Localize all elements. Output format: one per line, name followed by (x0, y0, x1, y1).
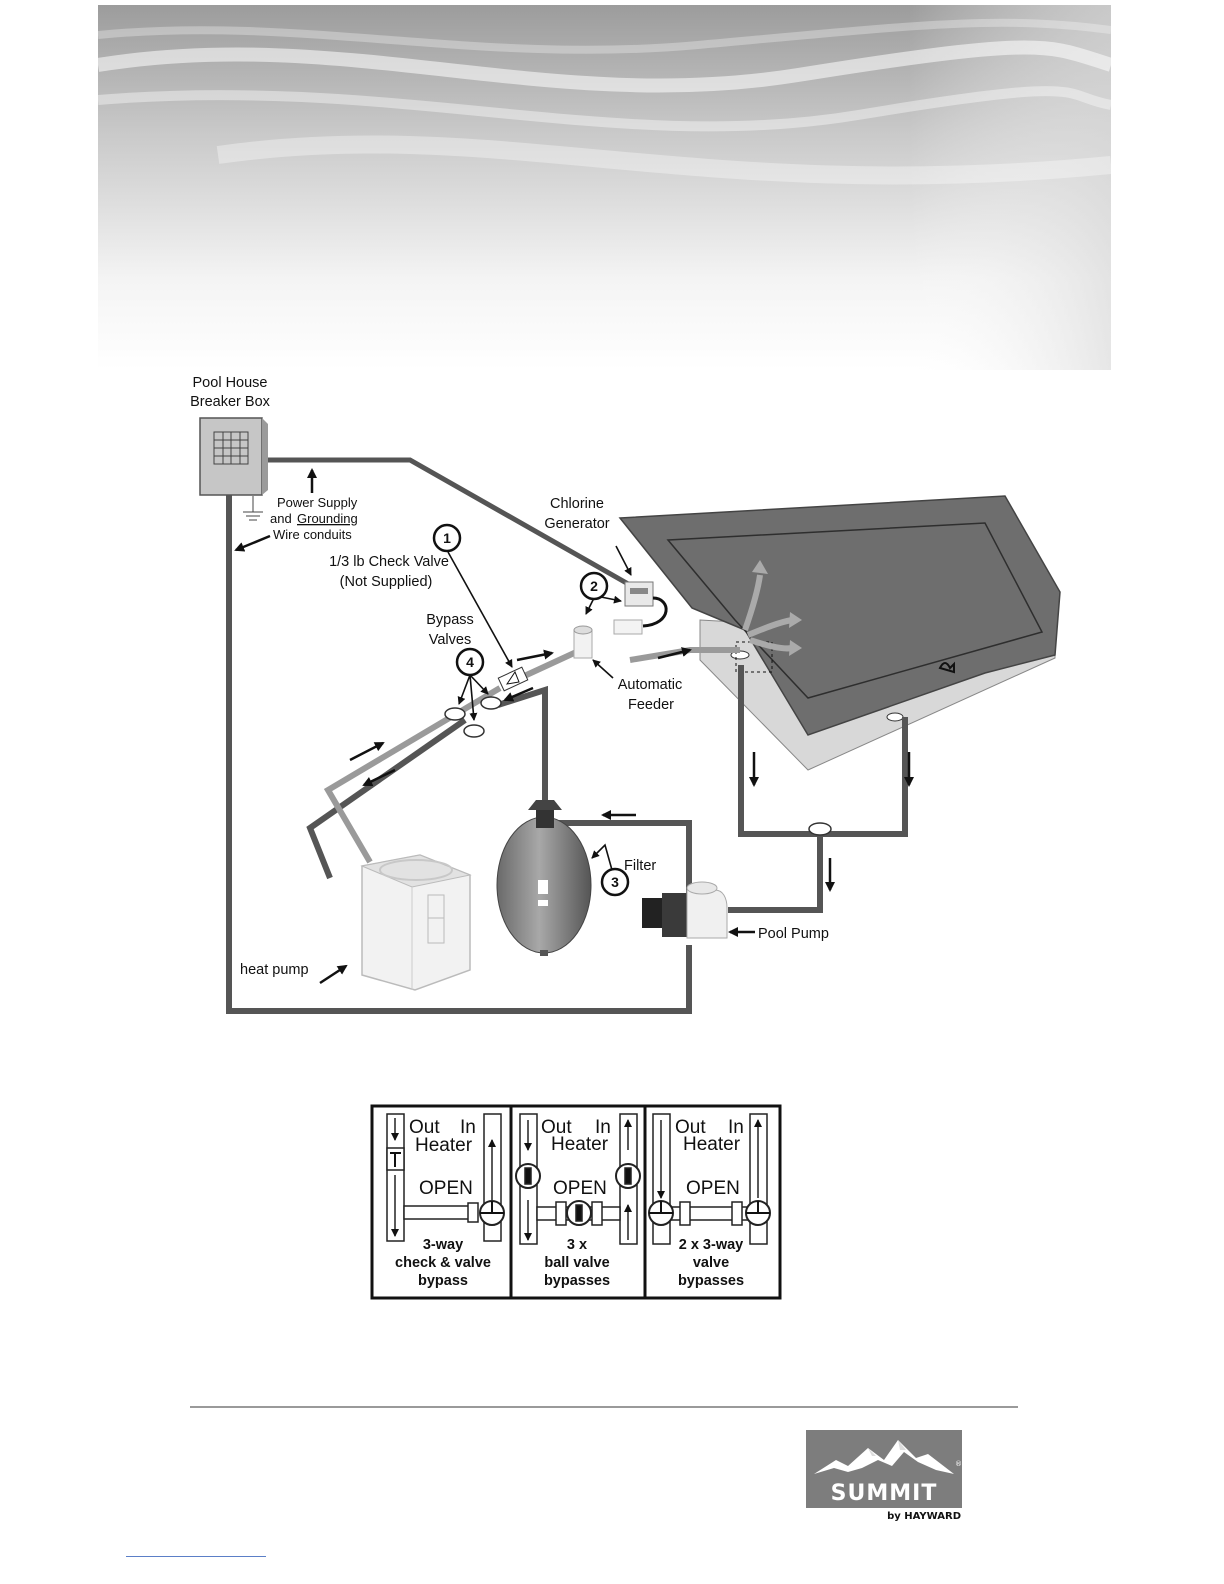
bottom-link-underline[interactable] (126, 1556, 266, 1557)
legend-1-caption-1: 3-way (423, 1237, 463, 1253)
header-banner (98, 5, 1111, 370)
breaker-box-label-line2: Breaker Box (190, 394, 271, 410)
power-conduit (262, 457, 632, 588)
callout-4: 4 (455, 647, 485, 677)
legend-2-in: In (595, 1117, 611, 1138)
summit-hayward-logo: SUMMIT ® by HAYWARD (806, 1430, 962, 1522)
legend-3-open: OPEN (686, 1178, 740, 1199)
legend-2-caption-3: bypasses (544, 1273, 610, 1289)
svg-text:1: 1 (443, 530, 451, 546)
legend-1-out: Out (409, 1117, 440, 1138)
legend-3-in: In (728, 1117, 744, 1138)
check-valve-label-line2: (Not Supplied) (340, 574, 433, 590)
footer-rule (190, 1406, 1018, 1408)
check-valve-label-line1: 1/3 lb Check Valve (329, 554, 449, 570)
svg-text:4: 4 (466, 654, 474, 670)
legend-1-heater: Heater (415, 1135, 473, 1156)
legend-3-out: Out (675, 1117, 706, 1138)
legend-2-out: Out (541, 1117, 572, 1138)
bypass-valves (444, 696, 832, 836)
wire-conduits-label: Wire conduits (273, 527, 352, 542)
automatic-feeder-label-line1: Automatic (618, 677, 682, 693)
bypass-legend: Out In Heater OPEN 3-way check & valve b… (370, 1104, 782, 1300)
svg-text:2: 2 (590, 578, 598, 594)
chlorine-generator-label-line2: Generator (544, 516, 609, 532)
bypass-valves-label-line2: Valves (429, 632, 471, 648)
automatic-feeder-label-line2: Feeder (628, 697, 674, 713)
bypass-valves-label-line1: Bypass (426, 612, 474, 628)
pool (618, 495, 1061, 771)
check-valve (497, 666, 529, 692)
pool-pump-label: Pool Pump (758, 926, 829, 942)
breaker-box (199, 417, 268, 521)
chlorine-generator (613, 581, 668, 635)
legend-3-caption-3: bypasses (678, 1273, 744, 1289)
grounding-label: Grounding (297, 511, 358, 526)
svg-text:by HAYWARD: by HAYWARD (887, 1511, 961, 1522)
power-supply-label: Power Supply (277, 495, 358, 510)
legend-3-heater: Heater (683, 1134, 741, 1155)
callout-3: 3 (600, 867, 630, 897)
filter-tank (496, 800, 592, 956)
filter-label: Filter (624, 858, 656, 874)
breaker-box-label-line1: Pool House (193, 375, 268, 391)
callout-2: 2 (579, 571, 609, 601)
legend-3-caption-2: valve (693, 1255, 729, 1271)
legend-1-in: In (460, 1117, 476, 1138)
svg-text:®: ® (955, 1460, 962, 1468)
callout-1: 1 (432, 523, 462, 553)
legend-2-caption-2: ball valve (544, 1255, 609, 1271)
legend-1-caption-2: check & valve (395, 1255, 491, 1271)
legend-panel-1 (386, 1113, 505, 1242)
legend-panel-2 (515, 1113, 641, 1245)
legend-1-open: OPEN (419, 1178, 473, 1199)
legend-3-caption-1: 2 x 3-way (679, 1237, 744, 1253)
legend-2-open: OPEN (553, 1178, 607, 1199)
pool-pump (642, 881, 728, 939)
heat-pump-label: heat pump (240, 962, 309, 978)
legend-2-caption-1: 3 x (567, 1237, 587, 1253)
legend-2-heater: Heater (551, 1134, 609, 1155)
power-and-label: and (270, 511, 292, 526)
pipes (226, 495, 908, 1014)
svg-text:3: 3 (611, 874, 619, 890)
heat-pump (360, 854, 472, 991)
svg-text:SUMMIT: SUMMIT (831, 1481, 938, 1506)
automatic-feeder (573, 625, 593, 659)
legend-1-caption-3: bypass (418, 1273, 468, 1289)
legend-panel-3 (648, 1113, 771, 1245)
chlorine-generator-label-line1: Chlorine (550, 496, 604, 512)
